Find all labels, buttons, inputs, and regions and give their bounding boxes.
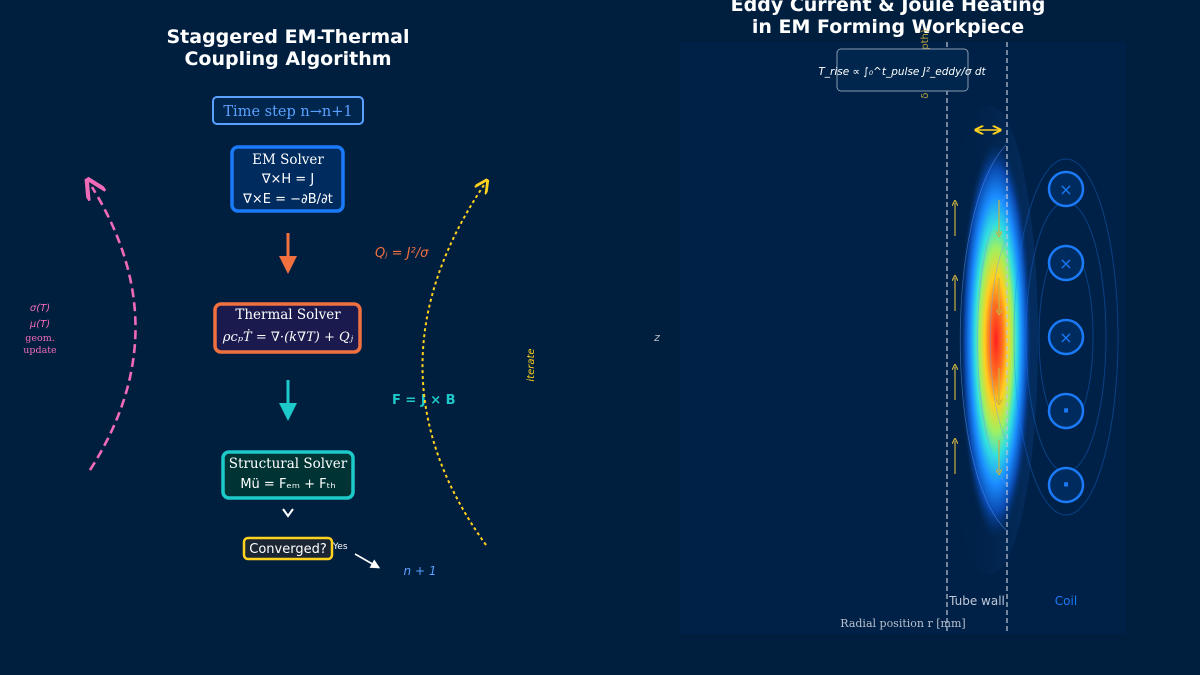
temperature-rise-box (836, 48, 969, 92)
coil-current-symbol: × (1059, 328, 1072, 347)
temperature-rise-formula: T_rise ∝ ∫₀^t_pulse J²_eddy/σ dt (818, 66, 986, 78)
algorithm-panel: Staggered EM-Thermal Coupling Algorithm … (23, 26, 537, 578)
timestep-box (212, 96, 364, 125)
coil-current-symbol: · (1062, 399, 1070, 424)
coil-label: Coil (1055, 594, 1077, 608)
lorentz-force-label: F = J × B (392, 393, 456, 408)
coil-turn: × (1047, 170, 1085, 208)
tube-wall-label: Tube wall (948, 594, 1005, 608)
eddy-contours (959, 144, 1007, 531)
feedback-arc (90, 187, 137, 471)
next-step-label: n + 1 (404, 564, 437, 578)
yes-arrow (354, 553, 381, 569)
thermal-solver-eq: ρcₚṪ = ∇·(k∇T) + Qⱼ (222, 328, 354, 345)
coil-turn: · (1047, 392, 1085, 430)
feedback-mu: μ(T) (29, 319, 50, 330)
em-solver-title: EM Solver (252, 152, 324, 168)
coil-turn: · (1047, 466, 1085, 504)
z-axis-label: z (653, 331, 660, 344)
chevron-down-icon (282, 508, 294, 518)
x-axis-label: Radial position r [mm] (840, 617, 965, 630)
feedback-geom: geom. (25, 333, 54, 344)
coil-current-symbol: × (1059, 180, 1072, 199)
coil-turn: × (1047, 244, 1085, 282)
coil-cross-sections: × × × · · (1047, 170, 1085, 504)
structural-solver-box (221, 450, 355, 500)
joule-heat-map (960, 140, 1032, 540)
joule-heat-label: Qⱼ = J²/σ (375, 246, 429, 261)
current-arrows (955, 200, 999, 474)
thermal-solver-title: Thermal Solver (235, 307, 341, 323)
eddy-current-panel: Eddy Current & Joule Heating in EM Formi… (653, 0, 1126, 634)
converged-box (242, 536, 334, 561)
structural-solver-title: Structural Solver (229, 456, 348, 472)
thermal-solver-box (213, 302, 362, 354)
feedback-sigma: σ(T) (30, 303, 50, 314)
coil-current-symbol: · (1062, 473, 1070, 498)
yes-label: Yes (332, 542, 348, 552)
iterate-label: iterate (526, 348, 537, 381)
right-title-line-2: in EM Forming Workpiece (752, 16, 1024, 38)
structural-solver-eq: Mü = Fₑₘ + Fₜₕ (240, 477, 335, 492)
feedback-update: update (23, 345, 57, 356)
em-solver-box (230, 145, 345, 213)
left-title-line-2: Coupling Algorithm (184, 48, 391, 70)
coil-current-symbol: × (1059, 254, 1072, 273)
iterate-arc (421, 185, 486, 546)
converged-label: Converged? (249, 542, 326, 557)
em-solver-eq2: ∇×E = −∂B/∂t (242, 192, 333, 207)
coil-turn: × (1047, 318, 1085, 356)
timestep-label: Time step n→n+1 (223, 104, 352, 120)
em-solver-eq1: ∇×H = J (261, 172, 314, 187)
right-title-line-1: Eddy Current & Joule Heating (731, 0, 1046, 16)
left-title-line-1: Staggered EM-Thermal (166, 26, 409, 48)
